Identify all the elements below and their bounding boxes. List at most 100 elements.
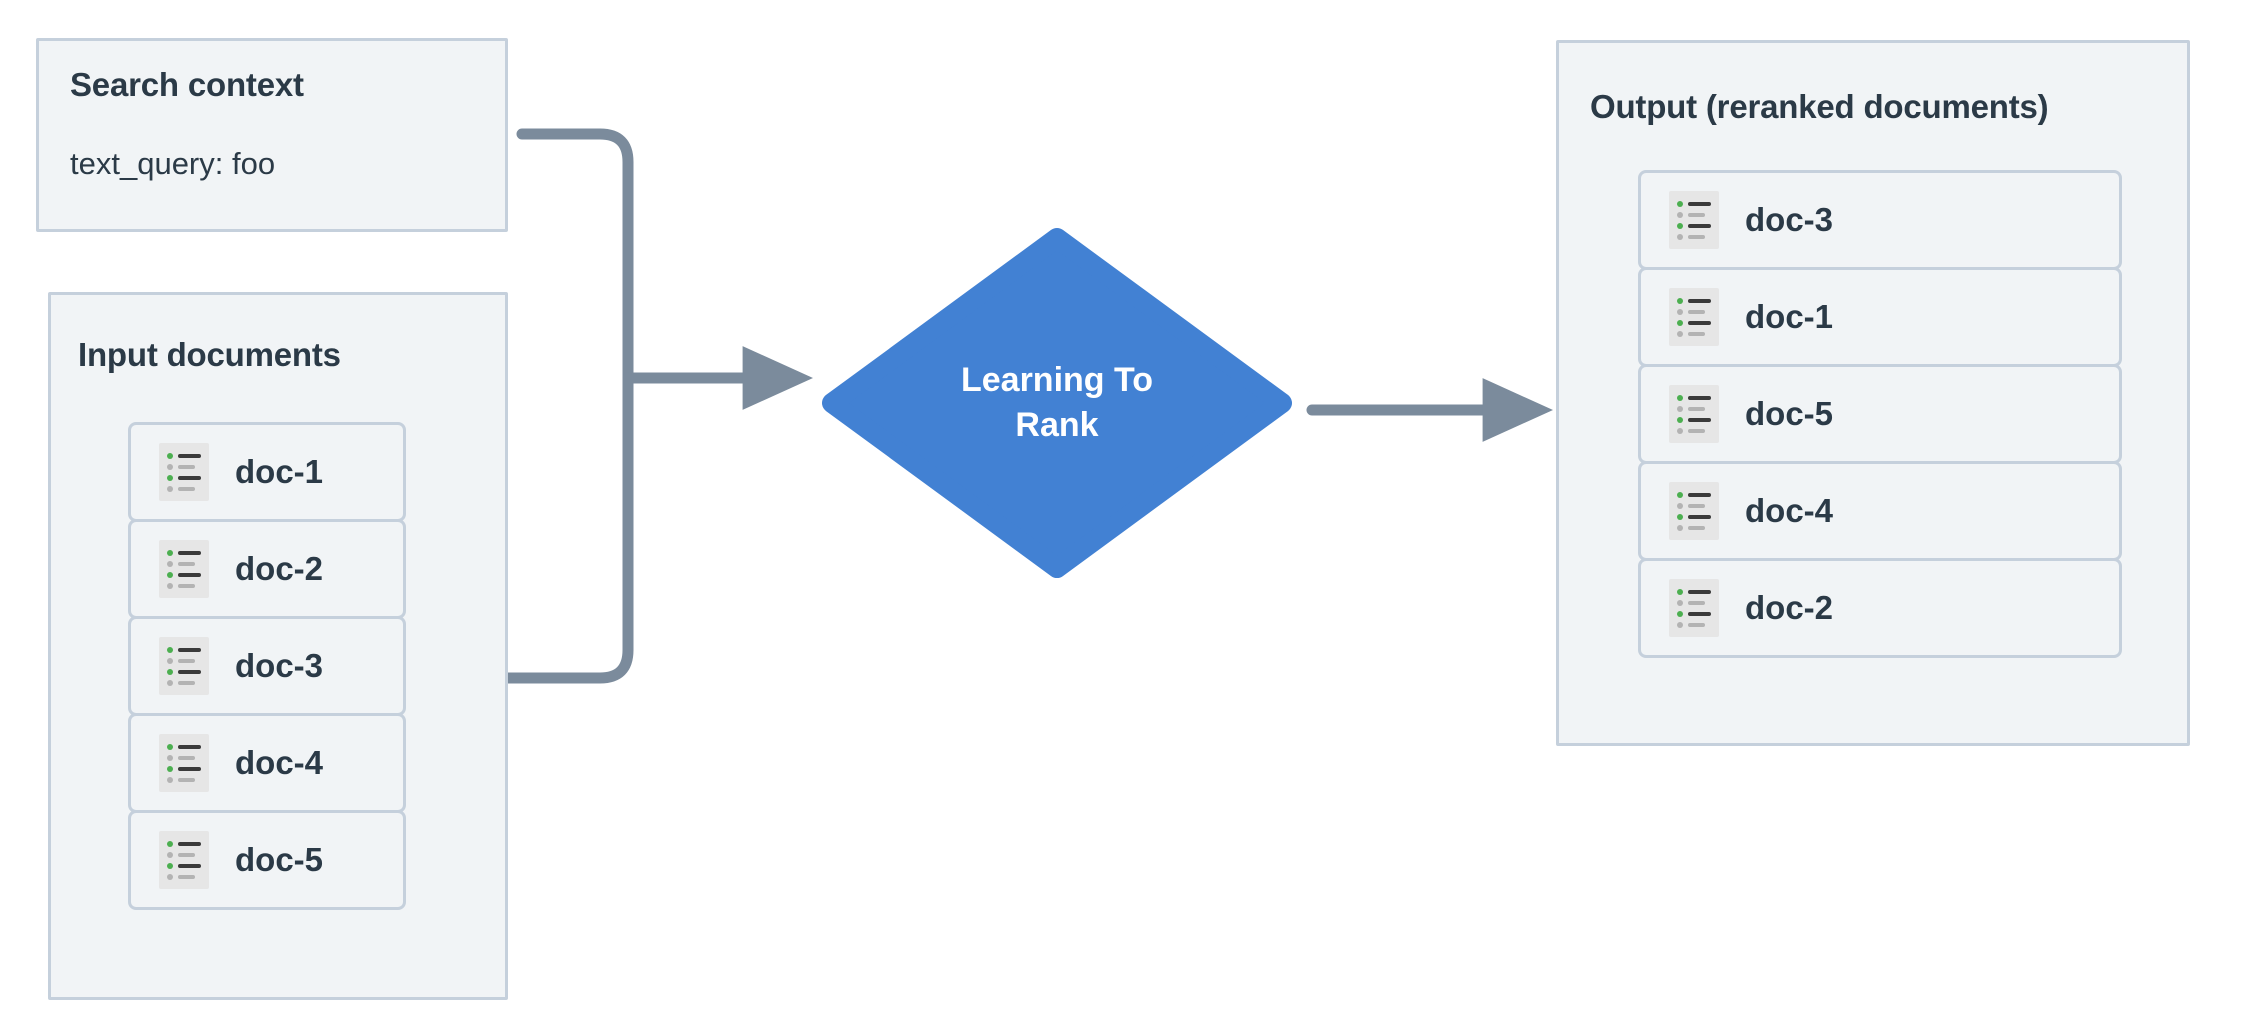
icon-text-bar: [178, 852, 195, 857]
icon-bullet-dot: [1677, 599, 1683, 606]
icon-line: [1677, 416, 1711, 423]
icon-bullet-dot: [167, 851, 173, 858]
icon-text-bar: [178, 766, 201, 771]
document-label: doc-4: [235, 744, 324, 781]
input-document-row-doc-5[interactable]: doc-5: [128, 810, 406, 910]
icon-text-bar: [178, 475, 201, 480]
icon-text-bar: [178, 669, 201, 674]
document-list-icon: [159, 540, 209, 598]
icon-line: [1677, 297, 1711, 304]
icon-line: [167, 873, 195, 880]
icon-text-bar: [178, 453, 201, 458]
icon-bullet-dot: [167, 549, 173, 556]
icon-bullet-dot: [1677, 491, 1683, 498]
icon-bullet-dot: [1677, 394, 1683, 401]
icon-line: [1677, 502, 1705, 509]
icon-line: [1677, 610, 1711, 617]
icon-text-bar: [178, 863, 201, 868]
icon-bullet-dot: [167, 474, 173, 481]
output-document-row-doc-1[interactable]: doc-1: [1638, 267, 2122, 367]
icon-line: [167, 549, 201, 556]
icon-bullet-dot: [1677, 222, 1683, 229]
icon-bullet-dot: [1677, 211, 1683, 218]
icon-bullet-dot: [1677, 416, 1683, 423]
icon-line: [1677, 308, 1705, 315]
document-label: doc-1: [1745, 298, 1834, 335]
icon-text-bar: [1688, 503, 1705, 508]
icon-text-bar: [1688, 309, 1705, 314]
icon-line: [167, 851, 195, 858]
icon-bullet-dot: [167, 571, 173, 578]
document-label: doc-5: [235, 841, 324, 878]
output-panel-title: Output (reranked documents): [1590, 88, 2049, 125]
icon-text-bar: [1688, 600, 1705, 605]
icon-line: [167, 571, 201, 578]
icon-line: [167, 463, 195, 470]
learning-to-rank-node[interactable]: Learning To Rank: [822, 228, 1292, 578]
input-document-row-doc-4[interactable]: doc-4: [128, 713, 406, 813]
connector-input-documents-to-ltr: [502, 372, 634, 684]
icon-line: [167, 862, 201, 869]
icon-text-bar: [178, 874, 195, 879]
icon-text-bar: [178, 658, 195, 663]
icon-bullet-dot: [1677, 297, 1683, 304]
icon-text-bar: [1688, 514, 1711, 519]
icon-bullet-dot: [167, 776, 173, 783]
output-document-row-doc-4[interactable]: doc-4: [1638, 461, 2122, 561]
icon-bullet-dot: [1677, 513, 1683, 520]
output-document-row-doc-3[interactable]: doc-3: [1638, 170, 2122, 270]
input-documents-list: doc-1 doc-2 doc-3 doc-4 doc-5: [128, 422, 406, 910]
icon-bullet-dot: [1677, 200, 1683, 207]
icon-line: [167, 657, 195, 664]
document-label: doc-4: [1745, 492, 1834, 529]
icon-bullet-dot: [1677, 330, 1683, 337]
icon-text-bar: [1688, 298, 1711, 303]
icon-bullet-dot: [167, 743, 173, 750]
icon-bullet-dot: [167, 679, 173, 686]
icon-bullet-dot: [167, 582, 173, 589]
icon-line: [167, 560, 195, 567]
icon-bullet-dot: [167, 765, 173, 772]
input-document-row-doc-1[interactable]: doc-1: [128, 422, 406, 522]
icon-line: [167, 840, 201, 847]
icon-bullet-dot: [167, 560, 173, 567]
icon-text-bar: [1688, 525, 1705, 530]
icon-line: [167, 754, 195, 761]
document-label: doc-2: [235, 550, 324, 587]
icon-line: [167, 452, 201, 459]
icon-text-bar: [1688, 417, 1711, 422]
icon-text-bar: [178, 744, 201, 749]
icon-text-bar: [178, 755, 195, 760]
icon-text-bar: [1688, 622, 1705, 627]
icon-text-bar: [178, 777, 195, 782]
icon-bullet-dot: [1677, 610, 1683, 617]
icon-text-bar: [1688, 320, 1711, 325]
icon-bullet-dot: [1677, 405, 1683, 412]
output-document-row-doc-2[interactable]: doc-2: [1638, 558, 2122, 658]
icon-line: [1677, 621, 1705, 628]
search-context-query-text: text_query: foo: [70, 146, 276, 181]
icon-line: [167, 668, 201, 675]
icon-bullet-dot: [167, 873, 173, 880]
document-list-icon: [1669, 579, 1719, 637]
icon-line: [1677, 405, 1705, 412]
document-label: doc-2: [1745, 589, 1834, 626]
icon-bullet-dot: [1677, 319, 1683, 326]
document-label: doc-1: [235, 453, 324, 490]
icon-text-bar: [1688, 201, 1711, 206]
icon-line: [1677, 319, 1711, 326]
input-document-row-doc-2[interactable]: doc-2: [128, 519, 406, 619]
icon-line: [1677, 394, 1711, 401]
icon-text-bar: [178, 561, 195, 566]
icon-line: [1677, 524, 1705, 531]
input-document-row-doc-3[interactable]: doc-3: [128, 616, 406, 716]
icon-bullet-dot: [1677, 588, 1683, 595]
icon-text-bar: [178, 647, 201, 652]
icon-bullet-dot: [167, 657, 173, 664]
icon-text-bar: [1688, 589, 1711, 594]
diamond-shape: [822, 228, 1292, 578]
icon-text-bar: [1688, 611, 1711, 616]
output-document-row-doc-5[interactable]: doc-5: [1638, 364, 2122, 464]
icon-line: [167, 582, 195, 589]
